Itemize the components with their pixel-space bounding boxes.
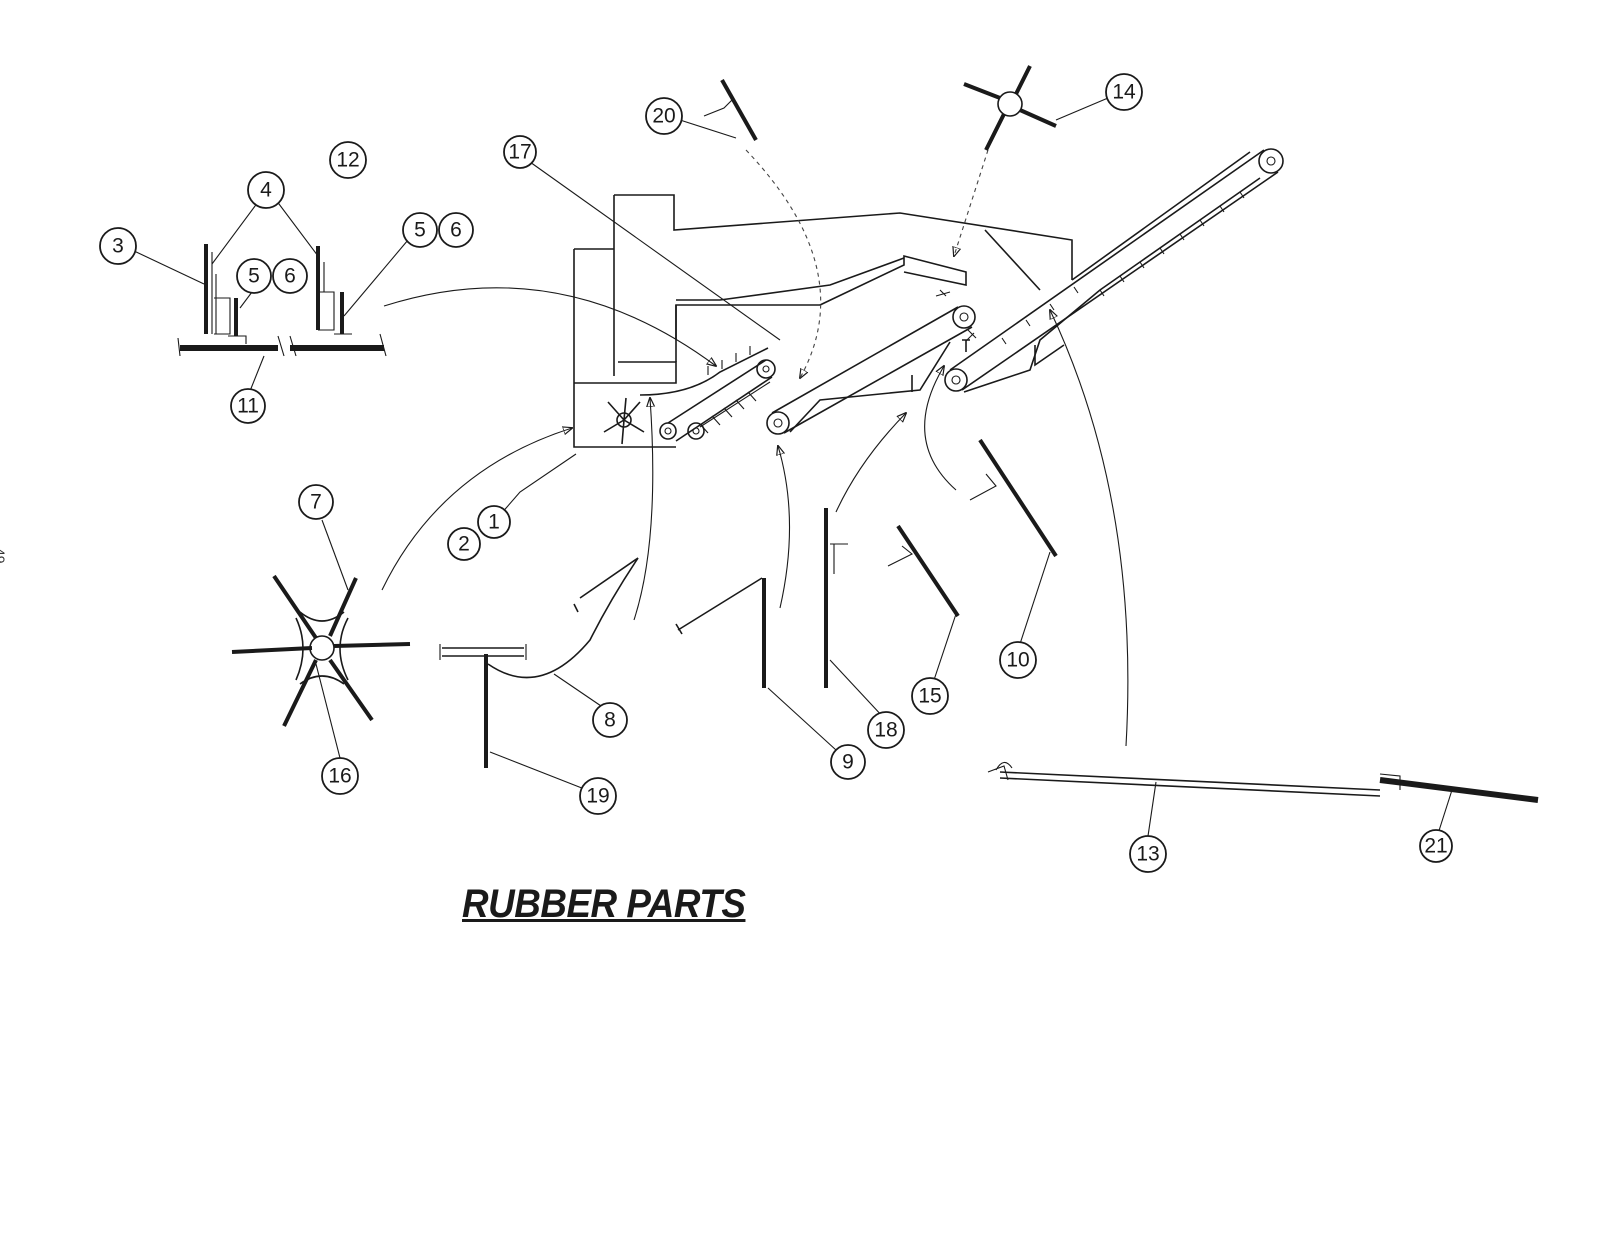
callout-17: 17: [503, 135, 537, 169]
svg-text:5: 5: [248, 265, 260, 288]
callout-20: 20: [645, 97, 683, 135]
callout-5b: 5: [402, 212, 438, 248]
svg-text:21: 21: [1424, 835, 1447, 858]
diagram-title: RUBBER PARTS: [462, 882, 746, 926]
callout-8: 8: [592, 702, 628, 738]
svg-text:4: 4: [260, 179, 272, 202]
flow-arrows: [381, 149, 1129, 747]
svg-text:14: 14: [1112, 81, 1136, 104]
svg-text:17: 17: [508, 141, 531, 164]
callout-13: 13: [1129, 835, 1167, 873]
callout-12: 12: [329, 141, 367, 179]
callout-21: 21: [1419, 829, 1453, 863]
callout-1: 1: [477, 505, 511, 539]
page-number: 49: [0, 548, 8, 564]
callout-16: 16: [321, 757, 359, 795]
callout-5a: 5: [236, 258, 272, 294]
svg-text:10: 10: [1006, 649, 1029, 672]
svg-text:8: 8: [604, 709, 616, 732]
callout-7: 7: [298, 484, 334, 520]
callout-3: 3: [99, 227, 137, 265]
callout-6a: 6: [272, 258, 308, 294]
svg-text:11: 11: [237, 395, 259, 418]
callout-14: 14: [1105, 73, 1143, 111]
callout-9: 9: [830, 744, 866, 780]
callout-11: 11: [230, 388, 266, 424]
svg-text:13: 13: [1136, 843, 1159, 866]
svg-text:7: 7: [310, 491, 322, 514]
leader-lines: [131, 97, 1453, 841]
svg-text:2: 2: [458, 533, 470, 556]
svg-text:9: 9: [842, 751, 854, 774]
svg-text:16: 16: [328, 765, 351, 788]
callout-6b: 6: [438, 212, 474, 248]
svg-text:6: 6: [284, 265, 296, 288]
svg-text:12: 12: [336, 149, 359, 172]
svg-text:15: 15: [918, 685, 941, 708]
svg-text:6: 6: [450, 219, 462, 242]
parts-detail: [177, 65, 1539, 803]
callout-19: 19: [579, 777, 617, 815]
svg-text:20: 20: [652, 105, 675, 128]
svg-text:18: 18: [874, 719, 897, 742]
callout-15: 15: [911, 677, 949, 715]
callout-18: 18: [867, 711, 905, 749]
callout-4: 4: [247, 171, 285, 209]
svg-text:5: 5: [414, 219, 426, 242]
callout-2: 2: [447, 527, 481, 561]
svg-text:1: 1: [488, 511, 500, 534]
svg-text:19: 19: [586, 785, 609, 808]
callout-10: 10: [999, 641, 1037, 679]
machine-frame: [573, 148, 1284, 448]
svg-text:3: 3: [112, 235, 124, 258]
